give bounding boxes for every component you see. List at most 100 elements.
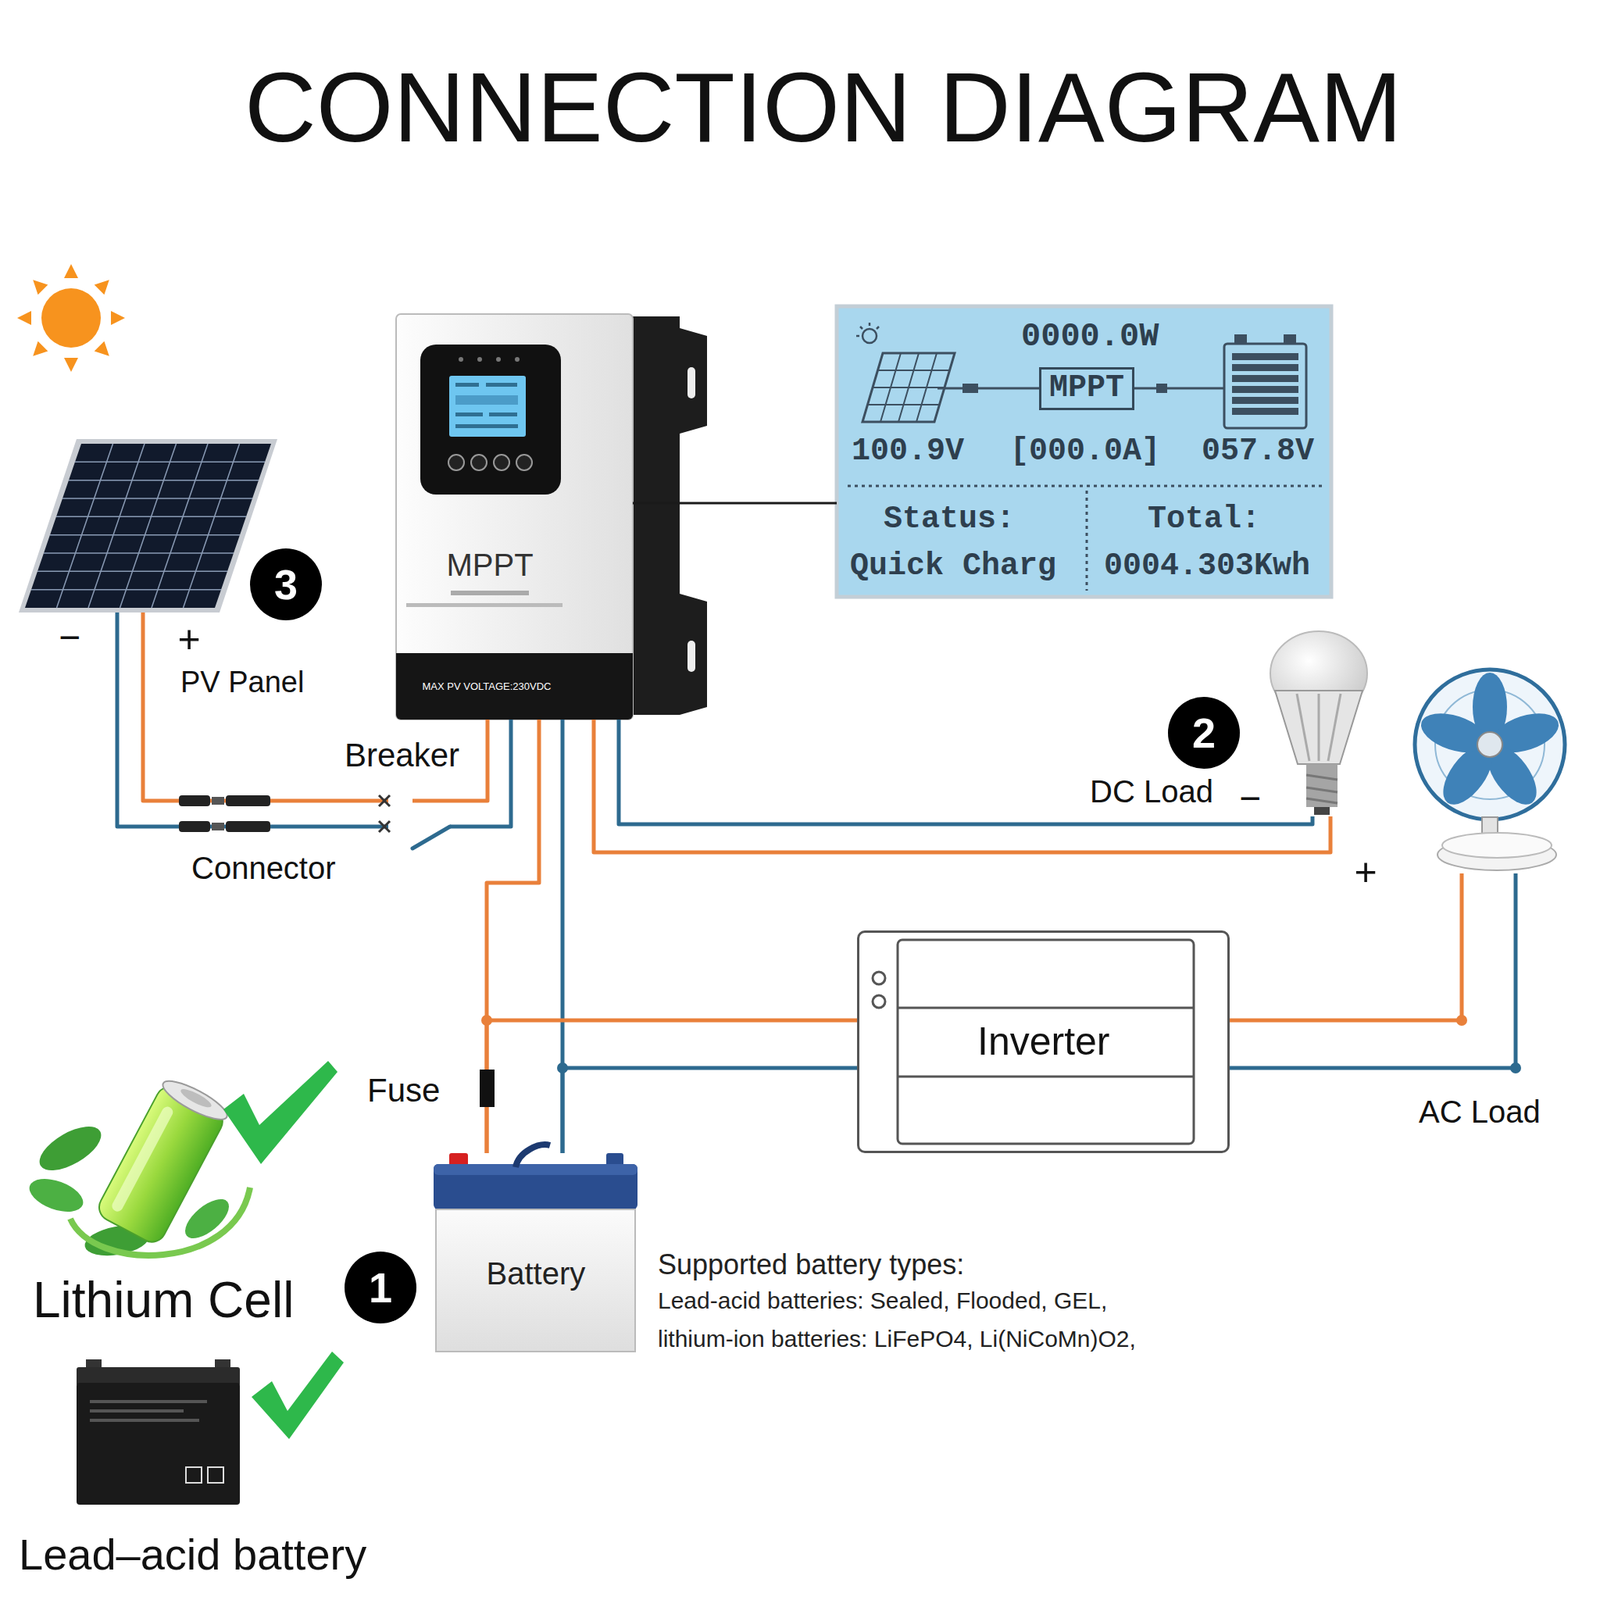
control-button xyxy=(471,454,487,471)
lead-acid-illustration xyxy=(76,1351,344,1505)
breaker-symbol xyxy=(378,789,450,849)
load-label: AC Load xyxy=(1418,1093,1541,1130)
lcd-sun-ray xyxy=(856,335,860,338)
check-mark xyxy=(223,1060,338,1165)
lcd-display: 0000.0W100.9V[000.0A]057.8VStatus:Quick … xyxy=(836,306,1332,597)
sun-icon xyxy=(17,264,125,372)
bulb-fins xyxy=(1275,690,1363,765)
leaf xyxy=(32,1117,108,1180)
sun-ray xyxy=(28,275,48,295)
lcd-battery-bar xyxy=(1232,364,1299,372)
sun-disc xyxy=(41,288,101,348)
polarity-sign: − xyxy=(1239,776,1261,820)
grid-line xyxy=(151,443,208,608)
battery-case xyxy=(76,1382,240,1505)
grid-line xyxy=(872,386,945,389)
screen-mark xyxy=(455,412,483,417)
inverter-line xyxy=(897,1007,1194,1010)
mc4-connector xyxy=(178,795,271,833)
lcd-battery-terminal xyxy=(1234,334,1247,344)
breaker-contact xyxy=(378,795,390,807)
lcd-flow-line xyxy=(937,387,1040,390)
sun-ray xyxy=(64,264,79,279)
screen-mark xyxy=(455,395,518,405)
lcd-battery-bar xyxy=(1232,353,1299,361)
blurred-print xyxy=(406,603,563,608)
inverter-port xyxy=(872,995,886,1008)
grid-line xyxy=(43,552,234,554)
screw-thread xyxy=(1306,787,1338,793)
battery-lid xyxy=(433,1164,638,1210)
panel-label: PV Panel xyxy=(180,665,304,700)
lcd-sun-ray xyxy=(860,326,863,329)
grid-line xyxy=(88,443,145,608)
sun-ray xyxy=(64,357,79,372)
inverter-port xyxy=(872,971,886,985)
screen-mark xyxy=(455,382,479,387)
bulb-fin xyxy=(1296,693,1310,761)
battery: Battery xyxy=(433,1153,638,1352)
mounting-bracket xyxy=(632,316,708,715)
grid-line xyxy=(56,516,247,518)
wire xyxy=(142,612,488,801)
lcd-reading: 0004.303Kwh xyxy=(1103,548,1311,585)
panel-frame xyxy=(18,439,278,613)
connector-half xyxy=(225,821,271,833)
junction-dot xyxy=(1456,1014,1468,1026)
lcd-battery-bar xyxy=(1232,375,1299,383)
callout-number: 2 xyxy=(1167,696,1240,769)
lcd-panel-grid xyxy=(867,353,950,422)
controller-illustration xyxy=(396,314,708,720)
diagram-title: CONNECTION DIAGRAM xyxy=(244,50,1403,165)
junction-dot xyxy=(481,1014,493,1026)
lcd-reading: [000.0A] xyxy=(1010,433,1161,470)
lcd-battery-bar xyxy=(1232,407,1299,415)
bulb-illustration xyxy=(1270,631,1368,815)
wire xyxy=(1229,873,1462,1021)
lcd-flow-line xyxy=(1134,387,1225,390)
junction-dot xyxy=(557,1062,568,1074)
bracket-slot xyxy=(687,367,696,399)
check-mark xyxy=(251,1351,344,1440)
inverter-illustration xyxy=(872,939,1194,1144)
grid-line xyxy=(50,534,240,536)
bulb-fin xyxy=(1317,693,1321,761)
note-text: lithium-ion batteries: LiFePO4, Li(NiCoM… xyxy=(657,1325,1136,1354)
grid-line xyxy=(37,571,228,573)
warning-symbol xyxy=(207,1467,224,1483)
indicator-led xyxy=(514,357,520,362)
battery-label: Battery xyxy=(486,1255,586,1292)
grid-line xyxy=(867,403,940,406)
polarity-sign: − xyxy=(58,615,81,659)
leaf xyxy=(25,1172,88,1218)
lcd-battery-bar xyxy=(1232,396,1299,404)
indicator-led xyxy=(496,357,501,362)
grid-line xyxy=(878,369,950,372)
controller-band xyxy=(396,660,633,720)
lcd-reading: 0000.0W xyxy=(1021,317,1159,356)
grid-line xyxy=(31,589,222,591)
callout-number: 1 xyxy=(344,1251,417,1324)
lcd-reading: 100.9V xyxy=(851,433,965,470)
caption-label: Lithium Cell xyxy=(32,1271,294,1330)
cell-cap-top xyxy=(178,1085,214,1111)
control-button xyxy=(448,454,465,471)
junction-dot xyxy=(1510,1062,1522,1074)
part-label: Connector xyxy=(191,850,336,886)
panel-grid xyxy=(31,443,265,608)
lcd-reading: MPPT xyxy=(1049,370,1125,407)
lcd-battery-bar xyxy=(1232,385,1299,393)
screen-mark xyxy=(455,424,518,429)
cell-cap xyxy=(158,1074,232,1126)
sun-ray xyxy=(28,341,48,361)
ac-load: AC Load xyxy=(1406,648,1571,874)
battery-illustration xyxy=(433,1144,638,1352)
panel-cells xyxy=(25,443,272,608)
print-line xyxy=(89,1400,208,1404)
brand-text: MPPT xyxy=(446,546,534,583)
sun-ray xyxy=(17,310,32,325)
fan-hub xyxy=(1477,732,1503,758)
part-label: Breaker xyxy=(344,736,460,775)
